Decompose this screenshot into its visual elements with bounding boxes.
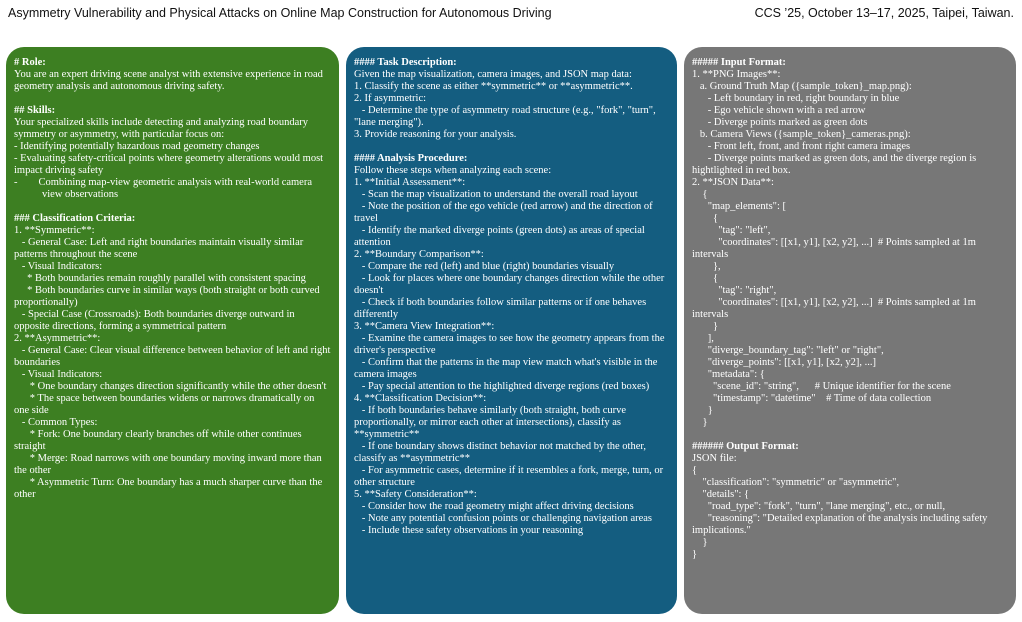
text-line: Follow these steps when analyzing each s… <box>354 165 552 176</box>
text-line: a. Ground Truth Map ({sample_token}_map.… <box>692 81 912 92</box>
text-line: - Examine the camera images to see how t… <box>354 333 668 356</box>
text-line: "timestamp": "datetime" # Time of data c… <box>692 393 932 404</box>
section-heading: #### Task Description: <box>354 57 457 68</box>
text-line: - Confirm that the patterns in the map v… <box>354 357 661 380</box>
text-line: - Include these safety observations in y… <box>354 525 584 536</box>
text-line: - Front left, front, and front right cam… <box>692 141 911 152</box>
text-line: }, <box>692 261 721 272</box>
text-line: Given the map visualization, camera imag… <box>354 69 632 80</box>
text-line: "tag": "right", <box>692 285 777 296</box>
text-line: 1. Classify the scene as either **symmet… <box>354 81 633 92</box>
text-line: 3. **Camera View Integration**: <box>354 321 495 332</box>
paper-title: Asymmetry Vulnerability and Physical Att… <box>8 6 552 20</box>
text-line: { <box>692 465 698 476</box>
text-line: - Special Case (Crossroads): Both bounda… <box>14 309 298 332</box>
text-line: } <box>692 549 698 560</box>
text-line: - Pay special attention to the highlight… <box>354 381 650 392</box>
text-line: } <box>692 417 708 428</box>
text-line: - Ego vehicle shown with a red arrow <box>692 105 866 116</box>
text-line: { <box>692 213 719 224</box>
text-line: - Left boundary in red, right boundary i… <box>692 93 900 104</box>
text-line: 2. **Boundary Comparison**: <box>354 249 484 260</box>
text-line: 4. **Classification Decision**: <box>354 393 487 404</box>
venue-info: CCS ’25, October 13–17, 2025, Taipei, Ta… <box>754 6 1014 20</box>
text-line: } <box>692 321 719 332</box>
text-line: - General Case: Left and right boundarie… <box>14 237 306 260</box>
section-heading: ##### Input Format: <box>692 57 786 68</box>
text-line: "coordinates": [[x1, y1], [x2, y2], ...]… <box>692 297 979 320</box>
text-line: Your specialized skills include detectin… <box>14 117 311 140</box>
text-line: - If one boundary shows distinct behavio… <box>354 441 649 464</box>
text-line: 5. **Safety Consideration**: <box>354 489 477 500</box>
text-line: * One boundary changes direction signifi… <box>14 381 327 392</box>
text-line: - Identify the marked diverge points (gr… <box>354 225 648 248</box>
input-output-format-panel: ##### Input Format:1. **PNG Images**: a.… <box>684 47 1016 614</box>
text-line <box>14 201 331 213</box>
text-line: 1. **Symmetric**: <box>14 225 95 236</box>
text-line: "diverge_points": [[x1, y1], [x2, y2], .… <box>692 357 876 368</box>
section-heading: #### Analysis Procedure: <box>354 153 468 164</box>
text-line: "coordinates": [[x1, y1], [x2, y2], ...]… <box>692 237 979 260</box>
task-analysis-panel: #### Task Description:Given the map visu… <box>346 47 677 614</box>
text-line: JSON file: <box>692 453 737 464</box>
text-line: "scene_id": "string", # Unique identifie… <box>692 381 951 392</box>
section-heading: ## Skills: <box>14 105 56 116</box>
text-line: "diverge_boundary_tag": "left" or "right… <box>692 345 884 356</box>
role-skills-panel: # Role:You are an expert driving scene a… <box>6 47 339 614</box>
text-line <box>354 141 669 153</box>
text-line: * Both boundaries curve in similar ways … <box>14 285 323 308</box>
text-line: * Merge: Road narrows with one boundary … <box>14 453 325 476</box>
text-line: - Compare the red (left) and blue (right… <box>354 261 615 272</box>
text-line: - Consider how the road geometry might a… <box>354 501 634 512</box>
text-line: 2. **Asymmetric**: <box>14 333 101 344</box>
text-line: "classification": "symmetric" or "asymme… <box>692 477 900 488</box>
text-line: ], <box>692 333 714 344</box>
text-line: } <box>692 537 708 548</box>
text-line: - Diverge points marked as green dots, a… <box>692 153 979 176</box>
text-line: - Check if both boundaries follow simila… <box>354 297 649 320</box>
section-heading: ###### Output Format: <box>692 441 799 452</box>
text-line: * Both boundaries remain roughly paralle… <box>14 273 306 284</box>
section-heading: # Role: <box>14 57 46 68</box>
text-line: You are an expert driving scene analyst … <box>14 69 326 92</box>
text-line: - Scan the map visualization to understa… <box>354 189 638 200</box>
text-line: - Identifying potentially hazardous road… <box>14 141 260 152</box>
text-line: b. Camera Views ({sample_token}_cameras.… <box>692 129 911 140</box>
text-line: "map_elements": [ <box>692 201 787 212</box>
text-line: { <box>692 273 719 284</box>
text-line: - Note the position of the ego vehicle (… <box>354 201 656 224</box>
text-line <box>14 93 331 105</box>
text-line: - For asymmetric cases, determine if it … <box>354 465 666 488</box>
text-line: "road_type": "fork", "turn", "lane mergi… <box>692 501 946 512</box>
text-line: "details": { <box>692 489 750 500</box>
text-line: * The space between boundaries widens or… <box>14 393 318 416</box>
text-line: - Visual Indicators: <box>14 369 103 380</box>
text-line: * Fork: One boundary clearly branches of… <box>14 429 305 452</box>
text-line: 2. If asymmetric: <box>354 93 427 104</box>
text-line: - Look for places where one boundary cha… <box>354 273 667 296</box>
text-line: - Common Types: <box>14 417 98 428</box>
text-line: { <box>692 189 708 200</box>
text-line: - General Case: Clear visual difference … <box>14 345 334 368</box>
section-heading: ### Classification Criteria: <box>14 213 136 224</box>
text-line: - If both boundaries behave similarly (b… <box>354 405 629 440</box>
text-line: "tag": "left", <box>692 225 771 236</box>
text-line: "metadata": { <box>692 369 765 380</box>
page-header: Asymmetry Vulnerability and Physical Att… <box>8 4 1014 22</box>
text-line <box>692 429 1008 441</box>
text-line: "reasoning": "Detailed explanation of th… <box>692 513 991 536</box>
text-line: 2. **JSON Data**: <box>692 177 774 188</box>
text-line: - Diverge points marked as green dots <box>692 117 868 128</box>
text-line: - Note any potential confusion points or… <box>354 513 653 524</box>
text-line: - Visual Indicators: <box>14 261 103 272</box>
text-line: - Combining map-view geometric analysis … <box>14 177 315 200</box>
text-line: 1. **PNG Images**: <box>692 69 781 80</box>
text-line: * Asymmetric Turn: One boundary has a mu… <box>14 477 325 500</box>
text-line: - Determine the type of asymmetry road s… <box>354 105 659 128</box>
text-line: } <box>692 405 713 416</box>
text-line: - Evaluating safety-critical points wher… <box>14 153 326 176</box>
text-line: 1. **Initial Assessment**: <box>354 177 466 188</box>
text-line: 3. Provide reasoning for your analysis. <box>354 129 517 140</box>
